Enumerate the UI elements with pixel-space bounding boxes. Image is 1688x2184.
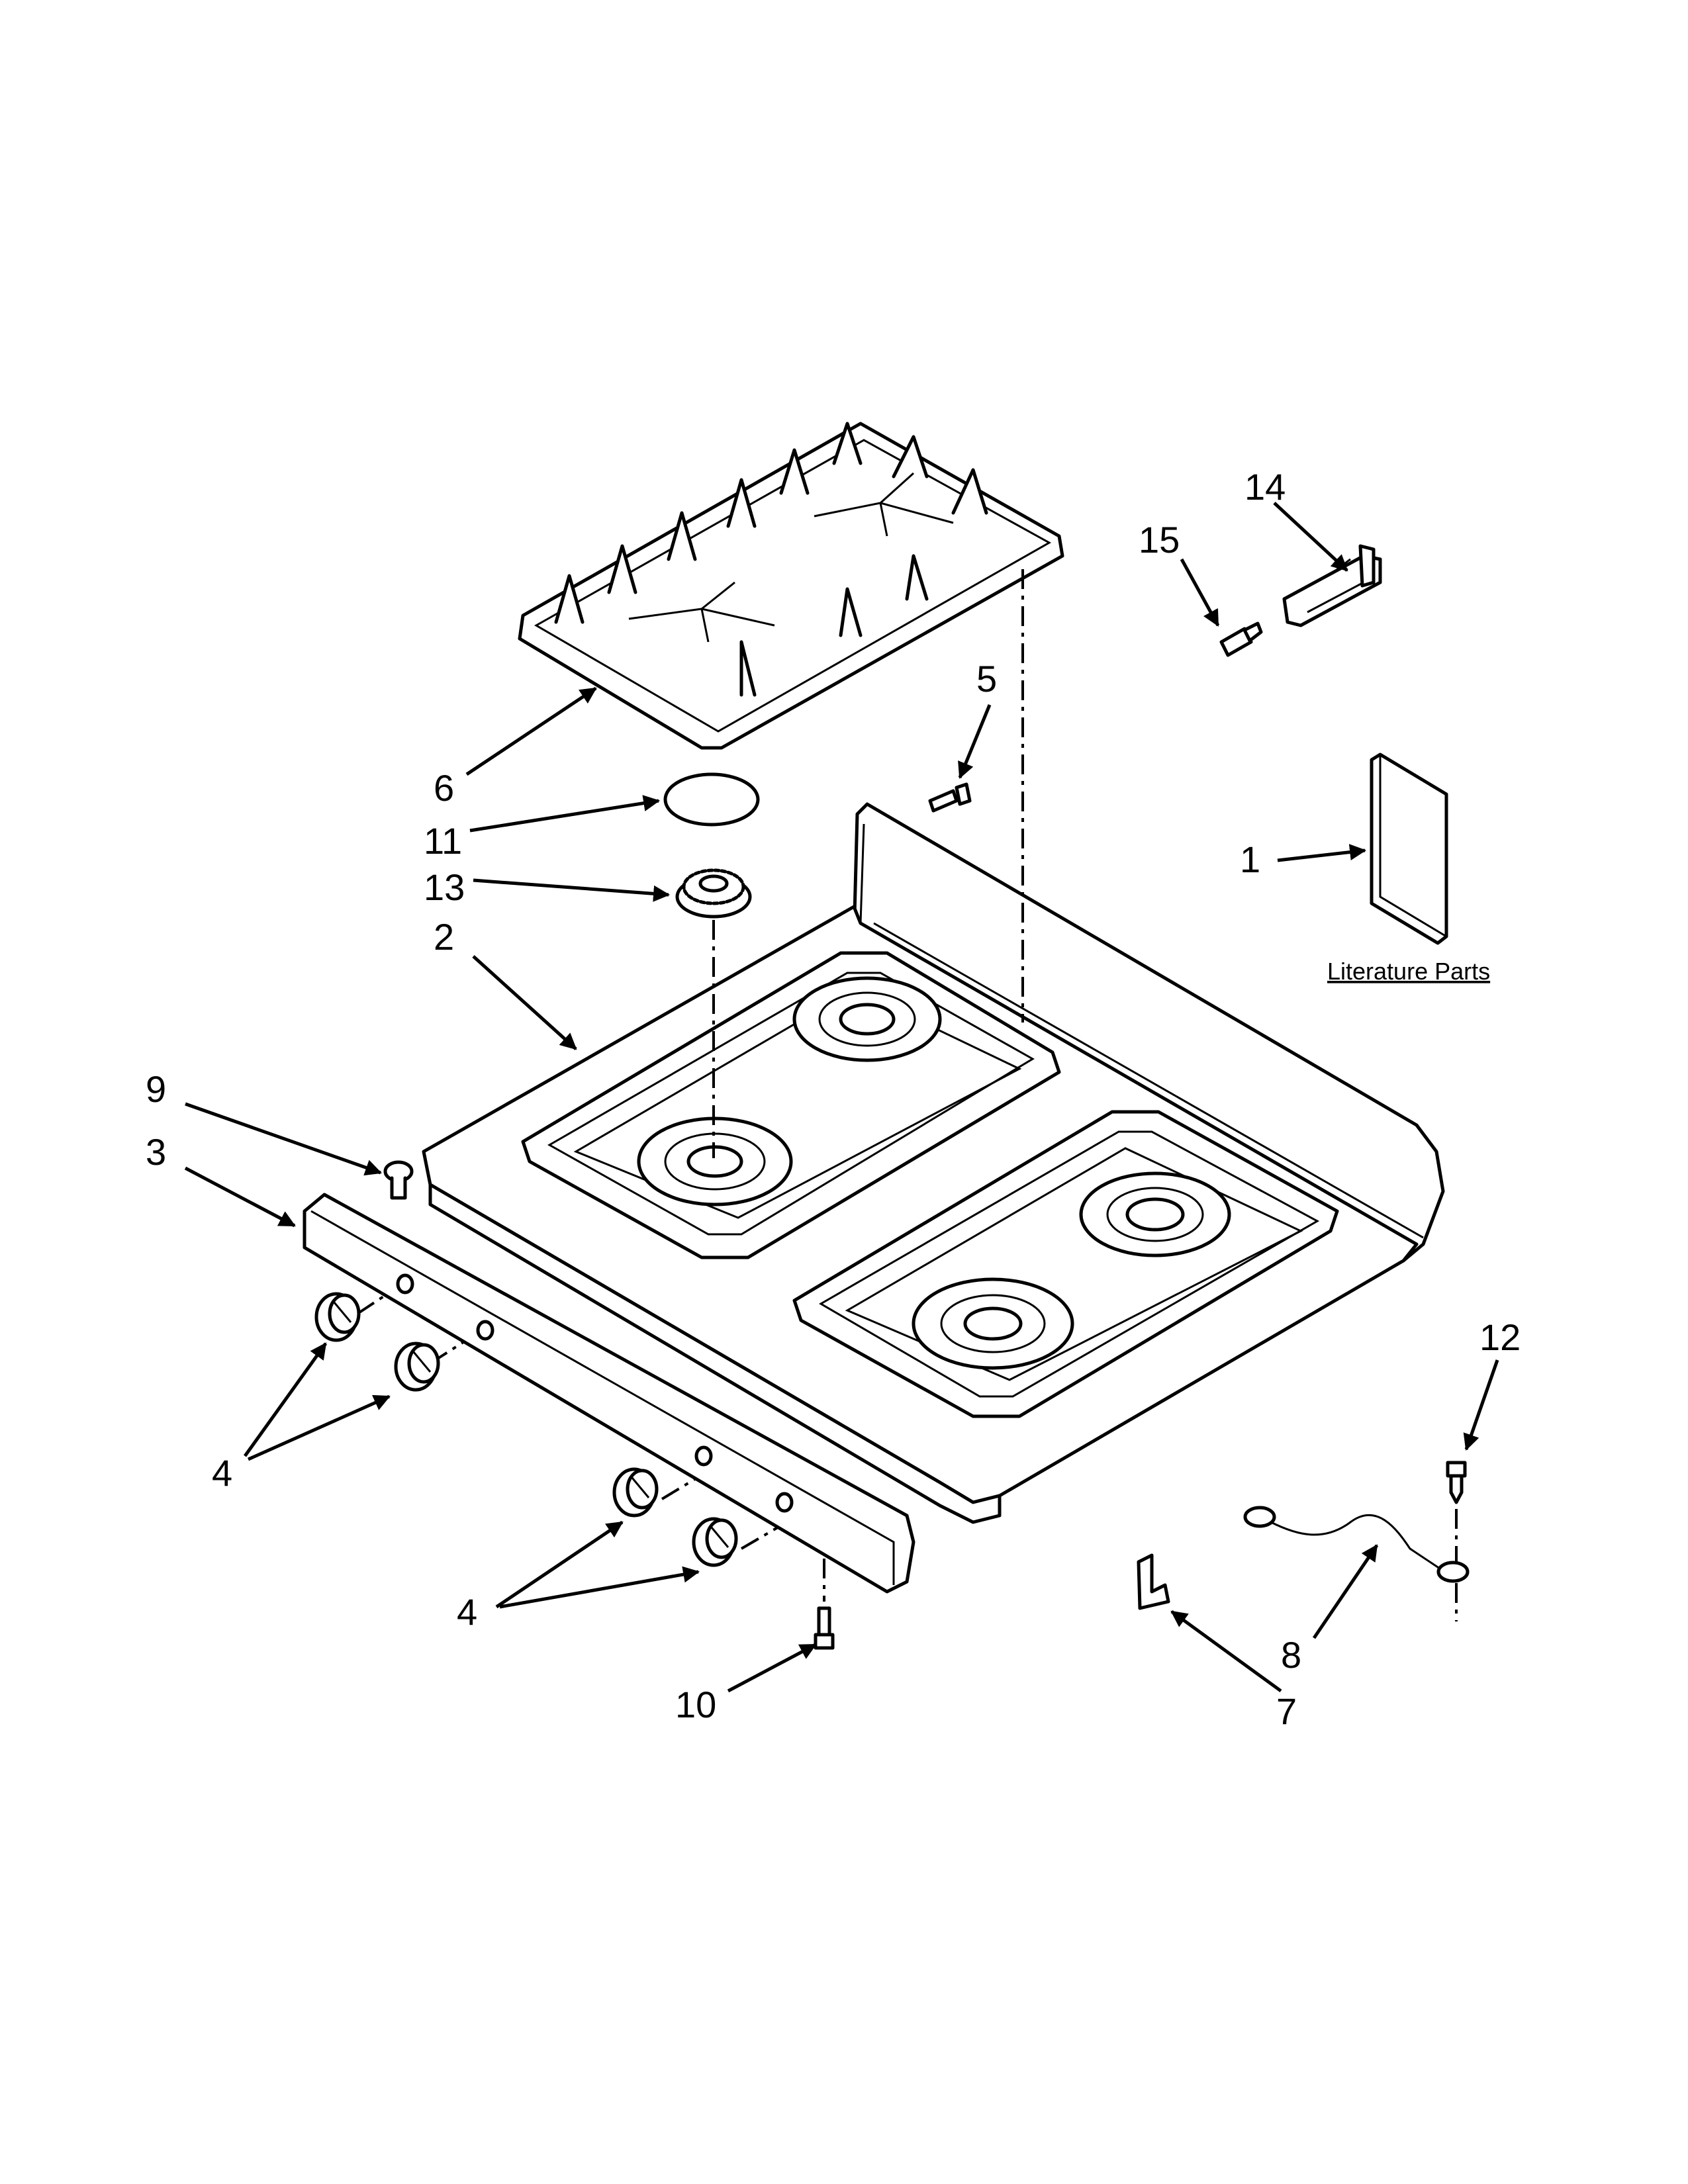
alignment-line-knob-3 bbox=[661, 1475, 702, 1500]
leader-11 bbox=[469, 795, 661, 833]
callout-14: 14 bbox=[1244, 466, 1286, 508]
surface-burner bbox=[675, 868, 752, 919]
burner-base-right-rear bbox=[1079, 1171, 1231, 1257]
control-knob-4 bbox=[692, 1517, 738, 1567]
callout-10: 10 bbox=[675, 1684, 716, 1725]
leader-7 bbox=[1170, 1610, 1282, 1693]
leader-4-top-b bbox=[247, 1394, 391, 1461]
callout-8: 8 bbox=[1281, 1634, 1301, 1676]
burner-cap bbox=[663, 772, 760, 827]
control-knob-3 bbox=[612, 1467, 659, 1518]
clip-7 bbox=[1137, 1553, 1170, 1610]
bracket-14 bbox=[1282, 544, 1382, 627]
callout-4-top: 4 bbox=[212, 1452, 232, 1494]
callout-2: 2 bbox=[434, 916, 454, 958]
callout-3: 3 bbox=[146, 1131, 166, 1173]
leader-12 bbox=[1463, 1359, 1499, 1451]
manifold-panel bbox=[303, 1193, 915, 1594]
leader-4-top bbox=[243, 1342, 328, 1457]
callout-9: 9 bbox=[146, 1068, 166, 1110]
leader-5 bbox=[958, 704, 992, 779]
cooktop-main-top bbox=[422, 802, 1445, 1524]
valve-stem-part bbox=[383, 1160, 414, 1200]
burner-base-left-rear bbox=[792, 976, 942, 1062]
leader-14 bbox=[1273, 502, 1348, 572]
leader-1 bbox=[1277, 844, 1367, 862]
leader-4-bottom-b bbox=[499, 1566, 700, 1609]
callout-15: 15 bbox=[1139, 519, 1180, 561]
burner-grate bbox=[518, 422, 1064, 750]
leader-8 bbox=[1312, 1544, 1379, 1639]
callout-4-bottom: 4 bbox=[457, 1591, 477, 1633]
burner-base-left-front bbox=[637, 1116, 793, 1206]
callout-5: 5 bbox=[976, 658, 997, 700]
leader-4-bottom bbox=[495, 1520, 624, 1609]
callout-11: 11 bbox=[424, 820, 462, 862]
alignment-line-knob-4 bbox=[740, 1524, 782, 1550]
leader-2 bbox=[472, 955, 577, 1050]
control-knob-2 bbox=[394, 1342, 440, 1392]
callout-6: 6 bbox=[434, 767, 454, 809]
callout-1: 1 bbox=[1240, 839, 1260, 880]
leader-13 bbox=[473, 878, 671, 902]
literature-parts-label: Literature Parts bbox=[1327, 958, 1490, 985]
screw-5 bbox=[928, 782, 972, 813]
leader-6 bbox=[465, 686, 597, 776]
screw-10 bbox=[814, 1606, 835, 1650]
screw-15 bbox=[1219, 621, 1263, 657]
leader-10 bbox=[727, 1643, 817, 1693]
burner-base-right-front bbox=[912, 1277, 1074, 1370]
callout-12: 12 bbox=[1479, 1316, 1521, 1358]
leader-9 bbox=[185, 1102, 382, 1176]
leader-3 bbox=[184, 1166, 296, 1228]
callout-13: 13 bbox=[424, 866, 465, 908]
ground-wire bbox=[1243, 1506, 1470, 1583]
callout-7: 7 bbox=[1276, 1690, 1297, 1732]
control-knob-1 bbox=[314, 1292, 361, 1342]
leader-15 bbox=[1180, 558, 1220, 627]
screw-12 bbox=[1446, 1461, 1467, 1504]
literature-parts bbox=[1370, 752, 1448, 945]
